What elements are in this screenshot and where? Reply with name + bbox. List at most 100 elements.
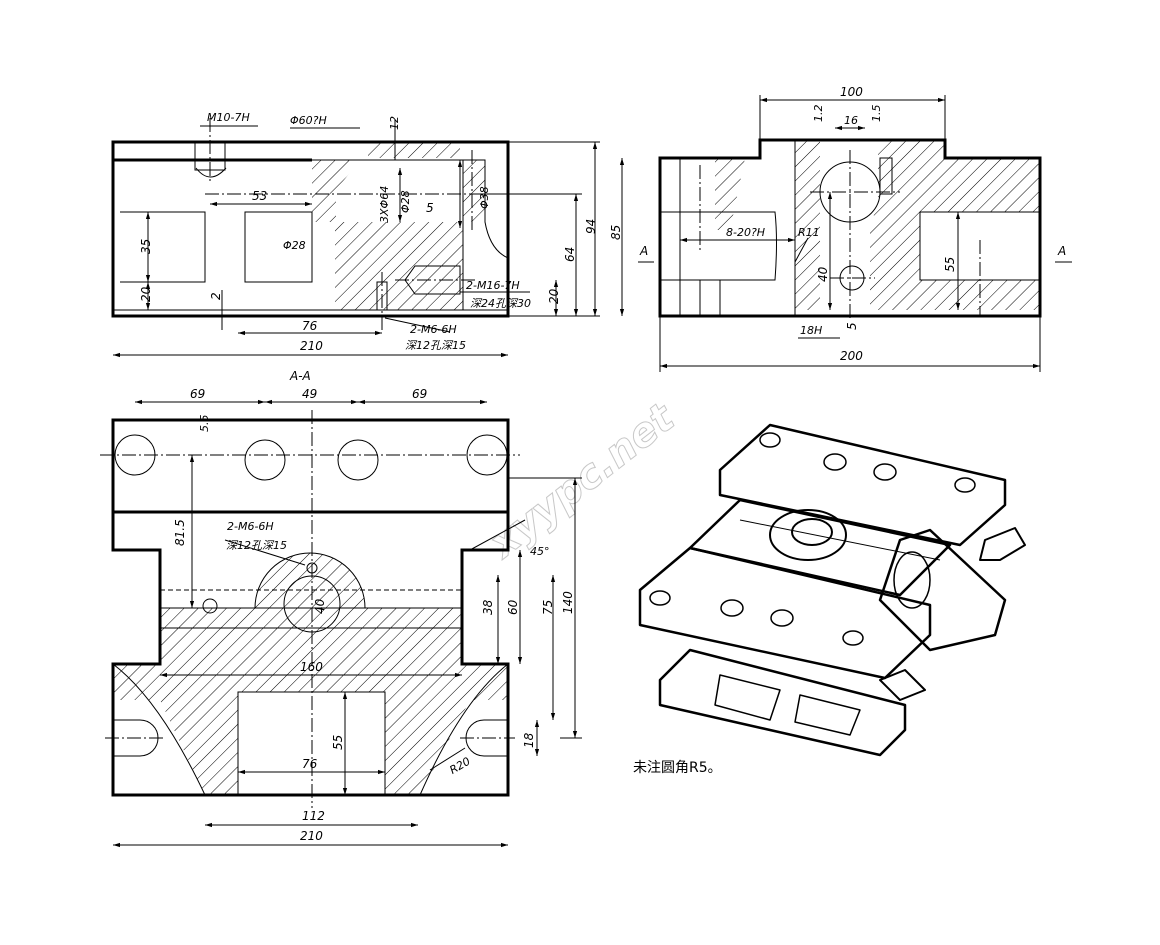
side-hatch-mid (795, 140, 820, 310)
section-top-plate (111, 418, 510, 514)
side-dim-100: 100 (840, 85, 863, 99)
section-m6-hole-left (202, 598, 218, 614)
front-thread-m16-depth: 深24孔深30 (470, 297, 531, 310)
front-dim-64: 64 (563, 247, 577, 262)
iso-boss-inner (791, 518, 833, 546)
section-label: A-A (289, 369, 311, 383)
side-dim-1-2: 1.2 (812, 105, 825, 123)
section-dim-210: 210 (300, 829, 323, 843)
section-dim-112: 112 (302, 809, 325, 823)
section-view (100, 399, 582, 848)
isometric-view (638, 423, 1026, 757)
section-thread-m6-depth: 深12孔深15 (226, 539, 287, 552)
section-thread-m6: 2-M6-6H (227, 520, 274, 533)
iso-boss-outer (769, 509, 847, 561)
front-window-left (120, 211, 206, 283)
iso-base-frame (658, 648, 907, 757)
front-dim-94: 94 (584, 219, 598, 234)
iso-right-lug (979, 527, 1026, 561)
iso-base-window (714, 674, 781, 721)
section-dim-160: 160 (300, 660, 323, 674)
side-view-labels: 100 1.2 16 1.5 8-20?H R11 40 55 5 18H 20… (639, 85, 1066, 363)
iso-base-window-2 (794, 694, 861, 736)
front-dim-2: 2 (209, 292, 223, 300)
front-dim-20-left: 20 (139, 286, 153, 302)
section-dim-75: 75 (541, 600, 555, 615)
side-threaded-pin (879, 157, 893, 195)
front-thread-m6-depth: 深12孔深15 (405, 339, 466, 352)
section-dim-69-left: 69 (190, 387, 205, 401)
iso-hole-8 (842, 630, 864, 646)
iso-hole-5 (649, 590, 671, 606)
section-dim-55: 55 (331, 735, 345, 750)
section-dim-81-5: 81.5 (173, 519, 187, 546)
front-hatch-rib (463, 160, 485, 222)
front-thread-m6: 2-M6-6H (410, 323, 457, 336)
side-slot-8: 8-20?H (726, 226, 765, 239)
front-thread-m16: 2-M16-7H (466, 279, 520, 292)
section-leader-r20 (429, 747, 466, 771)
iso-mid-deck (688, 498, 952, 597)
front-dim-85: 85 (609, 225, 623, 240)
section-leader-m6 (224, 539, 306, 566)
watermark: xyypc.net (480, 394, 685, 568)
front-rib (463, 159, 509, 259)
section-hatch-boss (255, 553, 365, 608)
section-dim-5-5: 5.5 (198, 415, 211, 433)
iso-hole-2 (823, 453, 847, 471)
side-dim-5: 5 (845, 322, 859, 330)
side-dim-16: 16 (844, 114, 858, 127)
front-dia-28-left: Φ28 (283, 239, 306, 252)
front-dim-35: 35 (139, 239, 153, 254)
side-leader-r11 (794, 237, 809, 263)
iso-hole-7 (770, 609, 794, 627)
side-dim-1-5: 1.5 (870, 105, 883, 123)
iso-hole-6 (720, 599, 744, 617)
front-dia-28-inner: Φ28 (399, 190, 412, 213)
side-dim-200: 200 (840, 349, 863, 363)
iso-lower-lug (879, 669, 926, 701)
cut-label-right: A (1057, 244, 1066, 258)
section-dim-69-right: 69 (412, 387, 427, 401)
front-holes-64: 3XΦ64 (378, 186, 391, 223)
iso-top-rail-front (638, 546, 932, 680)
side-view (619, 95, 1072, 372)
front-view (111, 118, 600, 358)
section-dim-140: 140 (561, 591, 575, 614)
section-dim-40: 40 (313, 598, 327, 614)
section-leader-45 (469, 519, 526, 551)
section-dim-38: 38 (481, 599, 495, 615)
section-radius-r20: R20 (447, 755, 472, 777)
section-body (111, 512, 510, 797)
section-dim-76: 76 (302, 757, 318, 771)
front-dim-76: 76 (302, 319, 318, 333)
section-chamfer-45: 45° (530, 545, 550, 558)
front-thread-m10: M10-7H (207, 111, 250, 124)
iso-right-bracket (878, 528, 1007, 652)
section-hole-3 (337, 439, 379, 481)
front-dim-210: 210 (300, 339, 323, 353)
cut-label-left: A (639, 244, 648, 258)
general-note: 未注圆角R5。 (633, 760, 722, 776)
front-dim-5: 5 (426, 201, 434, 215)
section-view-labels: 69 49 69 5.5 81.5 2-M6-6H 深12孔深15 45° 40… (173, 387, 575, 843)
iso-top-rail-back (718, 423, 1007, 547)
front-bore-60: Φ60?H (290, 114, 327, 127)
section-hole-2 (244, 439, 286, 481)
section-dim-18: 18 (522, 732, 536, 748)
iso-hole-1 (759, 432, 781, 448)
section-hatch-body (113, 608, 508, 795)
front-dim-20-right: 20 (547, 288, 561, 304)
side-radius-r11: R11 (798, 226, 820, 239)
side-slot (660, 211, 777, 281)
iso-bore-right (893, 551, 931, 609)
iso-hole-3 (873, 463, 897, 481)
front-depth-12: 12 (388, 116, 401, 130)
section-fillet-left (112, 663, 206, 796)
front-m10-break (195, 167, 227, 178)
side-dim-55: 55 (943, 257, 957, 272)
section-dim-60: 60 (506, 599, 520, 615)
iso-hole-4 (954, 477, 976, 493)
front-window-mid (244, 211, 313, 283)
